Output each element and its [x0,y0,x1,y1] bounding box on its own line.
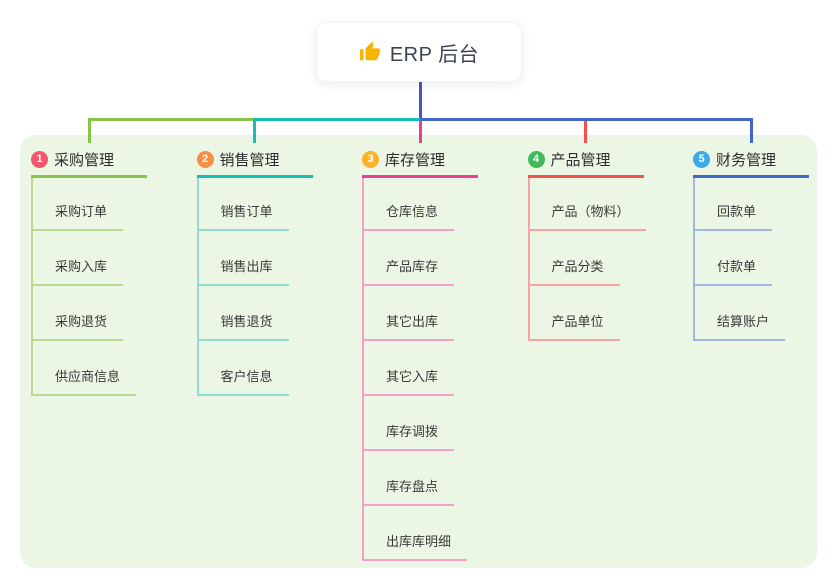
child-node[interactable]: 其它出库 [364,286,478,341]
branch-4: 4 产品管理 产品（物料） 产品分类产品单位 [527,143,646,341]
child-node[interactable]: 销售订单 [198,178,313,231]
branch-number-badge: 3 [362,150,379,168]
child-node[interactable]: 产品分类 [529,231,644,286]
branch-title: 产品管理 [550,151,611,169]
child-node[interactable]: 客户信息 [198,341,313,396]
child-node-label: 销售出库 [198,256,289,286]
child-node-label: 产品分类 [529,256,620,286]
child-node-label: 产品（物料） [529,201,646,231]
branch-header[interactable]: 1 采购管理 [31,143,147,178]
child-node-label: 采购入库 [33,256,124,286]
branch-drop-line [87,121,91,143]
branch-number-badge: 4 [527,150,545,168]
child-node-label: 销售订单 [198,201,289,231]
branch-number-badge: 5 [693,150,710,168]
child-node[interactable]: 库存盘点 [364,451,478,506]
child-node-label: 其它入库 [364,366,455,396]
child-node[interactable]: 销售退货 [198,286,313,341]
child-node[interactable]: 采购订单 [33,178,147,231]
branch-children: 采购订单采购入库采购退货供应商信息 [31,178,147,396]
child-node[interactable]: 结算账户 [695,286,809,341]
child-node-label: 出库库明细 [364,531,468,561]
branches-panel [20,135,817,568]
child-node[interactable]: 库存调拨 [364,396,478,451]
child-node-label: 其它出库 [364,311,455,341]
child-node[interactable]: 付款单 [695,231,809,286]
child-node-label: 库存盘点 [364,476,455,506]
child-node[interactable]: 供应商信息 [33,341,147,396]
child-node[interactable]: 产品单位 [529,286,644,341]
branch-drop-line [418,121,422,143]
child-node[interactable]: 采购入库 [33,231,147,286]
child-node-label: 结算账户 [695,311,786,341]
branch-header[interactable]: 3 库存管理 [362,143,478,178]
root-stem-line [418,82,422,118]
child-node-label: 采购订单 [33,201,124,231]
branch-title: 采购管理 [54,151,115,169]
branch-5: 5 财务管理 回款单付款单结算账户 [693,143,809,341]
branch-drop-line [253,121,256,143]
root-title: ERP 后台 [389,43,480,66]
branch-drop-line [749,121,753,143]
child-node-label: 库存调拨 [364,421,455,451]
child-node[interactable]: 销售出库 [198,231,313,286]
branch-title: 销售管理 [219,151,280,169]
connector-segment [420,118,753,121]
thumbs-up-icon [359,41,380,61]
child-node-label: 产品库存 [364,256,455,286]
branch-2: 2 销售管理 销售订单销售出库销售退货客户信息 [196,143,313,396]
child-node[interactable]: 产品库存 [364,231,478,286]
child-node-label: 回款单 [695,201,773,231]
child-node-label: 供应商信息 [33,366,137,396]
branch-children: 销售订单销售出库销售退货客户信息 [196,178,313,396]
child-node-label: 产品单位 [529,311,620,341]
branch-header[interactable]: 5 财务管理 [693,143,809,178]
branch-1: 1 采购管理 采购订单采购入库采购退货供应商信息 [31,143,147,396]
branch-number-badge: 1 [31,150,48,168]
child-node-label: 仓库信息 [364,201,455,231]
child-node-label: 采购退货 [33,311,124,341]
branch-header[interactable]: 4 产品管理 [527,143,644,178]
root-node[interactable]: ERP 后台 [316,22,522,82]
child-node[interactable]: 采购退货 [33,286,147,341]
branch-title: 库存管理 [385,151,446,169]
branch-children: 仓库信息产品库存其它出库其它入库库存调拨库存盘点出库库明细 [362,178,478,561]
child-node[interactable]: 出库库明细 [364,506,478,561]
child-node[interactable]: 仓库信息 [364,178,478,231]
connector-segment [87,118,255,121]
branch-3: 3 库存管理 仓库信息产品库存其它出库其它入库库存调拨库存盘点出库库明细 [362,143,478,561]
branch-children: 产品（物料） 产品分类产品单位 [527,178,646,341]
child-node[interactable]: 其它入库 [364,341,478,396]
branch-drop-line [584,121,587,143]
child-node-label: 销售退货 [198,311,289,341]
child-node[interactable]: 回款单 [695,178,809,231]
branch-children: 回款单付款单结算账户 [693,178,809,341]
connector-segment [253,118,420,121]
branch-header[interactable]: 2 销售管理 [196,143,313,178]
child-node[interactable]: 产品（物料） [529,178,646,231]
branch-number-badge: 2 [196,150,214,168]
child-node-label: 付款单 [695,256,773,286]
branch-title: 财务管理 [716,151,777,169]
child-node-label: 客户信息 [198,366,289,396]
